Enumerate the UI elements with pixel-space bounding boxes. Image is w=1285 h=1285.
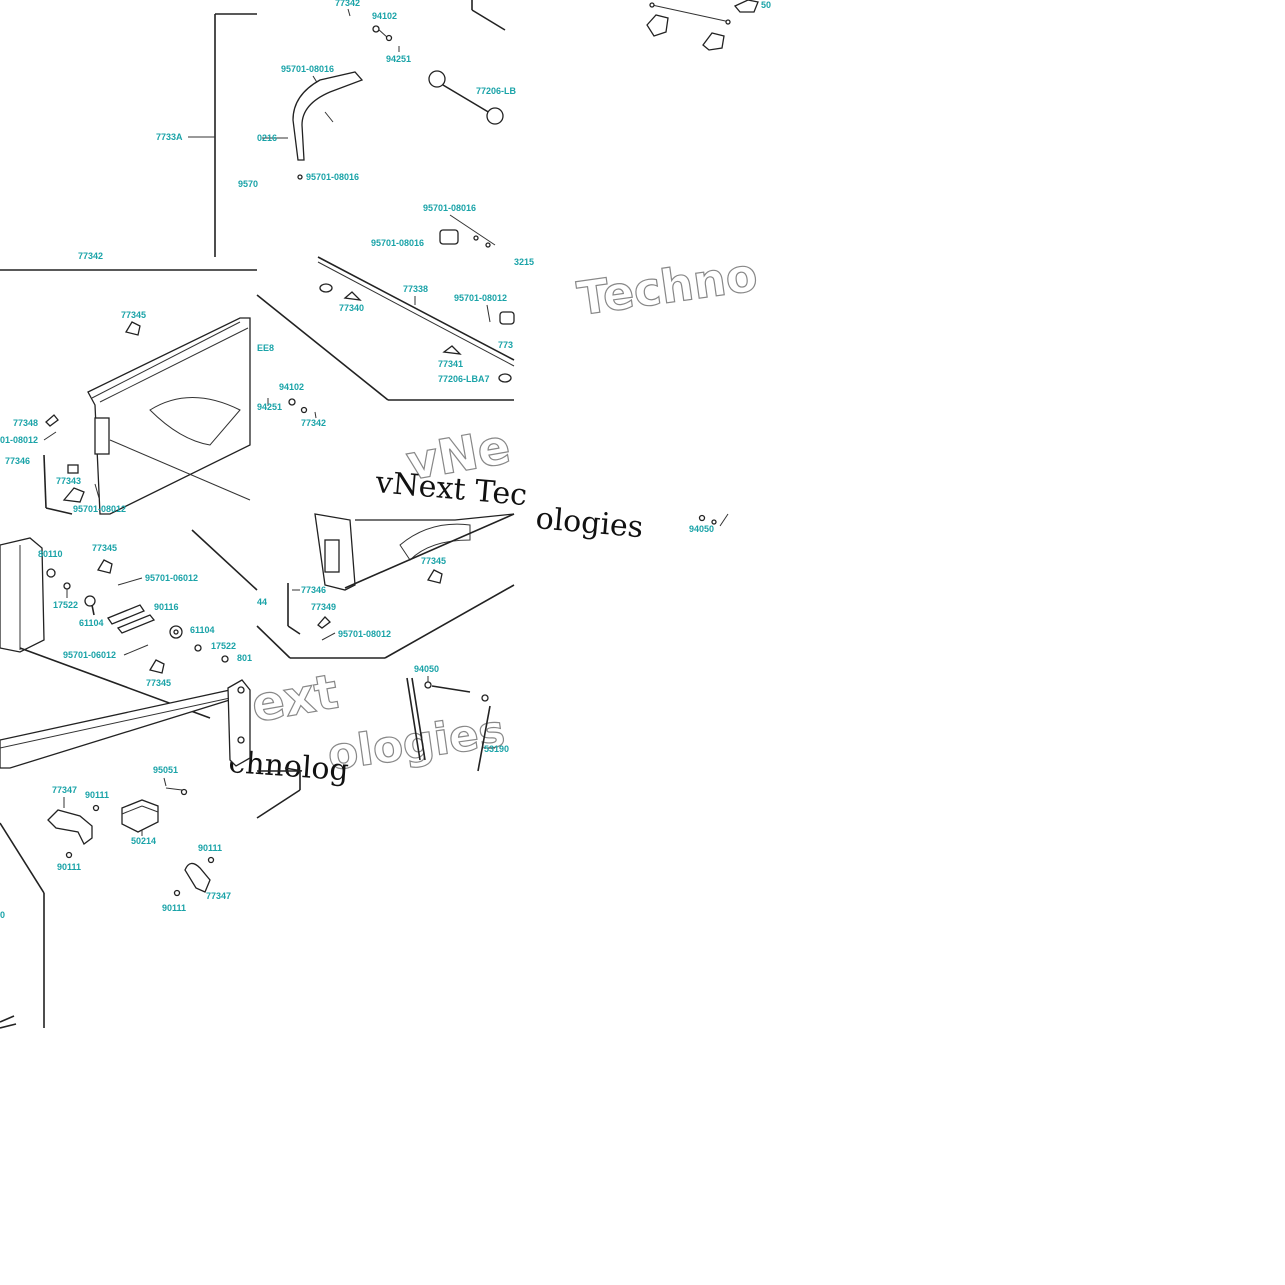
callout-95701-06012-a: 95701-06012	[145, 573, 198, 583]
callout-90111-c: 90111	[198, 843, 222, 853]
callout-77346-b: 77346	[301, 585, 326, 595]
callout-77346-a: 77346	[5, 456, 30, 466]
tile-middle-left: 77345 EE8 77348 01-08012 77346 77343 957…	[0, 269, 274, 515]
callout-90116: 90116	[154, 602, 179, 612]
callout-7733a: 7733A	[156, 132, 183, 142]
callout-94102-b: 94102	[279, 382, 304, 392]
callout-ee8: EE8	[257, 343, 274, 353]
watermark-ext: ext	[247, 664, 342, 734]
callout-773-partial: 773	[498, 340, 513, 350]
tile-top-right: 50	[646, 0, 771, 51]
callout-01-08012: 01-08012	[0, 435, 38, 445]
callout-77345-c: 77345	[146, 678, 171, 688]
tile-center: 3215 77338 77340 95701-08012 773 77341 7…	[256, 256, 534, 428]
callout-80110: 80110	[38, 549, 63, 559]
callout-50-partial: 50	[761, 0, 771, 10]
callout-17522-a: 17522	[53, 600, 78, 610]
watermark-ologies-b: ologies	[324, 706, 508, 781]
tile-lower-left: 80110 77345 95701-06012 17522 61104 9011…	[0, 529, 258, 769]
callout-94050-b: 94050	[689, 524, 714, 534]
callout-77342-top: 77342	[335, 0, 360, 8]
callout-0-partial: 0	[0, 910, 5, 920]
callout-94050-a: 94050	[414, 664, 439, 674]
callout-90111-a: 90111	[85, 790, 109, 800]
callout-95701-08016-b: 95701-08016	[306, 172, 359, 182]
callout-9570-partial: 9570	[238, 179, 258, 189]
callout-77347-b: 77347	[206, 891, 231, 901]
watermark-layer: vNe vNext Tec ologies ext ologies chnolo…	[227, 418, 644, 788]
callout-77348: 77348	[13, 418, 38, 428]
callout-95701-08016-a: 95701-08016	[281, 64, 334, 74]
tile-lower-right: 94050	[689, 513, 729, 534]
callout-77345-b: 77345	[92, 543, 117, 553]
callout-44-partial: 44	[257, 597, 267, 607]
callout-77347-a: 77347	[52, 785, 77, 795]
callout-95051-partial: 95051	[153, 765, 178, 775]
callout-77338: 77338	[403, 284, 428, 294]
callout-50214: 50214	[131, 836, 156, 846]
callout-95701-08016-c: 95701-08016	[423, 203, 476, 213]
callout-77343: 77343	[56, 476, 81, 486]
callout-17522-b: 17522	[211, 641, 236, 651]
callout-77345-a: 77345	[121, 310, 146, 320]
watermark-techno: Techno	[574, 247, 761, 326]
tile-top-left: 7733A 77342	[78, 13, 257, 261]
callout-77349: 77349	[311, 602, 336, 612]
callout-53190: 53190	[484, 744, 509, 754]
callout-95701-08012-c: 95701-08012	[338, 629, 391, 639]
callout-3215: 3215	[514, 257, 534, 267]
callout-90111-b: 90111	[57, 862, 81, 872]
callout-95701-08012-b: 95701-08012	[454, 293, 507, 303]
callout-77340: 77340	[339, 303, 364, 313]
callout-77206-lb: 77206-LB	[476, 86, 517, 96]
callout-77341: 77341	[438, 359, 463, 369]
callout-94251-top: 94251	[386, 54, 411, 64]
tile-lower-center: 77345 77346 44 77349 95701-08012 94050 5…	[256, 513, 515, 772]
watermark-ologies-a: ologies	[534, 501, 644, 545]
callout-61104-b: 61104	[190, 625, 215, 635]
tile-bottom-left: 95051 77347 90111 90111 50214 90111 7734…	[0, 765, 301, 1029]
callout-77345-d: 77345	[421, 556, 446, 566]
callout-801-partial: 801	[237, 653, 252, 663]
callout-95701-08016-d: 95701-08016	[371, 238, 424, 248]
callout-94251-b: 94251	[257, 402, 282, 412]
callout-94102-top: 94102	[372, 11, 397, 21]
callout-77342-b: 77342	[301, 418, 326, 428]
tile-top-middle: 77342 94102 94251 95701-08016 0216 95701…	[238, 0, 517, 248]
tile-middle-right: Techno	[573, 247, 761, 327]
callout-61104-a: 61104	[79, 618, 104, 628]
callout-90111-d: 90111	[162, 903, 186, 913]
callout-77342-partial: 77342	[78, 251, 103, 261]
callout-95701-08012-a: 95701-08012	[73, 504, 126, 514]
callout-77206-lba7: 77206-LBA7	[438, 374, 490, 384]
callout-0216: 0216	[257, 133, 277, 143]
callout-95701-06012-b: 95701-06012	[63, 650, 116, 660]
